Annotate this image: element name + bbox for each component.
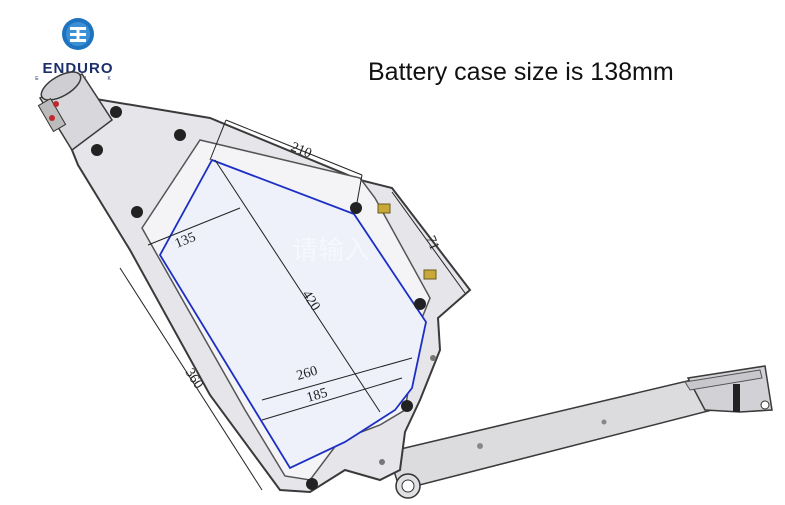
brand-name: ENDURO [42, 60, 114, 77]
battery-caption: Battery case size is 138mm [368, 58, 674, 86]
watermark: 请输入 [292, 236, 371, 266]
head-tube [37, 71, 114, 152]
logo-icon [62, 18, 94, 50]
dim-label-135: 135 [173, 230, 198, 252]
dim-label-185: 185 [305, 386, 329, 406]
dim-label-top: 210 [289, 140, 314, 162]
dim-label-260: 260 [295, 364, 319, 384]
gold-fittings [377, 203, 437, 280]
dimension-lines [119, 119, 466, 491]
dim-label-right: 71 [422, 234, 441, 253]
swing-arm [387, 365, 773, 491]
